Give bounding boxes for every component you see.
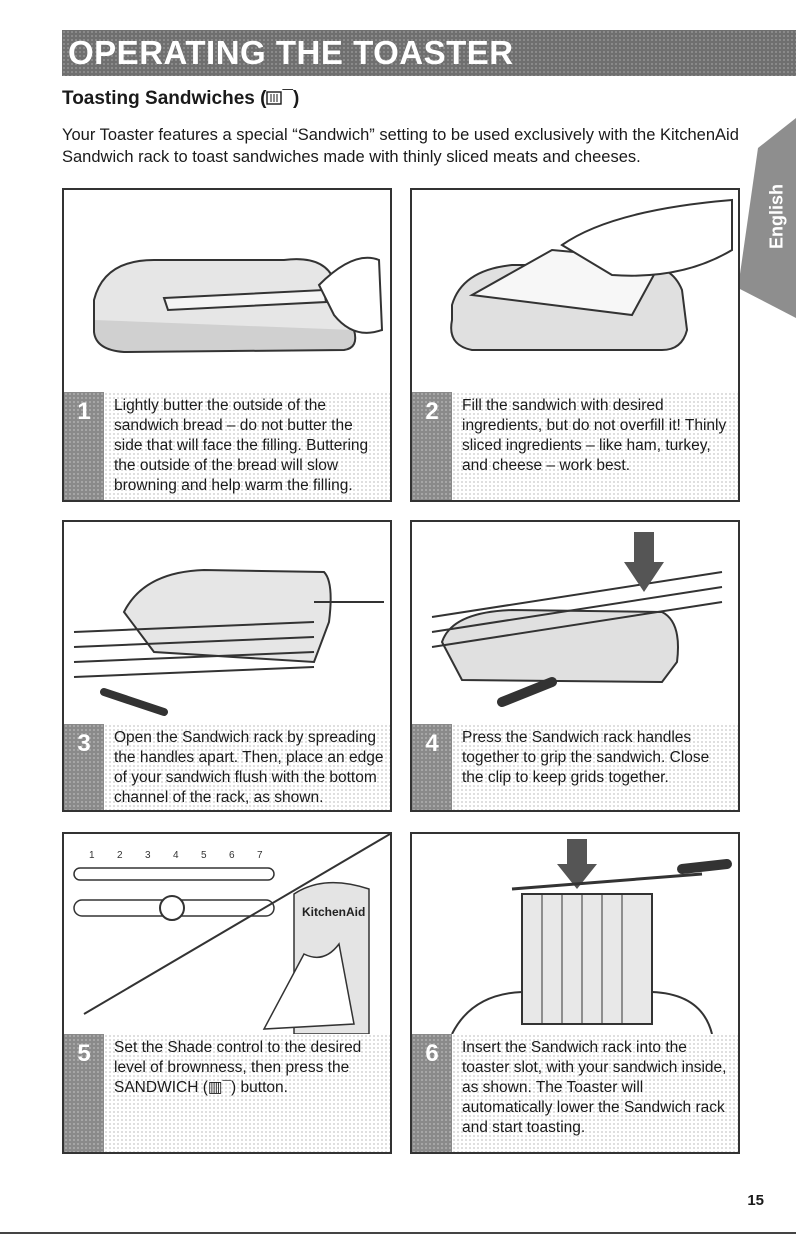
step-panel-6: 6 Insert the Sandwich rack into the toas… xyxy=(410,832,740,1154)
step-number-box: 3 xyxy=(64,724,104,810)
intro-paragraph: Your Toaster features a special “Sandwic… xyxy=(62,126,739,166)
step-panel-5: 1 2 3 4 5 6 7 KitchenAid 5 Set the Shade… xyxy=(62,832,392,1154)
svg-text:4: 4 xyxy=(173,850,179,861)
step-number-box: 1 xyxy=(64,392,104,500)
step-caption-1: 1 Lightly butter the outside of the sand… xyxy=(64,392,390,500)
step-text: Fill the sandwich with desired ingredien… xyxy=(462,397,727,474)
bottom-rule xyxy=(0,1232,796,1234)
step-caption-4: 4 Press the Sandwich rack handles togeth… xyxy=(412,724,738,810)
step-caption-6: 6 Insert the Sandwich rack into the toas… xyxy=(412,1034,738,1152)
step-panel-2: 2 Fill the sandwich with desired ingredi… xyxy=(410,188,740,502)
illustration-fill-sandwich xyxy=(450,198,733,351)
shade-scale: 1 2 3 4 5 6 7 xyxy=(89,850,263,861)
step-text: Lightly butter the outside of the sandwi… xyxy=(114,397,369,494)
step-panel-1: 1 Lightly butter the outside of the sand… xyxy=(62,188,392,502)
step-text: Press the Sandwich rack handles together… xyxy=(462,729,710,786)
down-arrow-icon xyxy=(557,839,597,889)
svg-text:3: 3 xyxy=(145,850,151,861)
section-title: Toasting Sandwiches ( ¯) xyxy=(62,88,299,110)
page-number: 15 xyxy=(747,1192,764,1209)
step-caption-3: 3 Open the Sandwich rack by spreading th… xyxy=(64,724,390,810)
down-arrow-icon xyxy=(624,532,664,592)
step-number: 1 xyxy=(77,398,91,425)
svg-text:2: 2 xyxy=(117,850,123,861)
step-number: 2 xyxy=(425,398,439,425)
step-number-box: 6 xyxy=(412,1034,452,1152)
step-caption-5: 5 Set the Shade control to the desired l… xyxy=(64,1034,390,1152)
language-tab: English xyxy=(738,118,796,318)
header-banner: OPERATING THE TOASTER xyxy=(62,30,796,76)
step-text: Open the Sandwich rack by spreading the … xyxy=(114,729,384,806)
step-number: 6 xyxy=(425,1040,439,1067)
step-panel-4: 4 Press the Sandwich rack handles togeth… xyxy=(410,520,740,812)
step-number-box: 2 xyxy=(412,392,452,500)
sandwich-icon xyxy=(266,88,283,109)
section-title-text: Toasting Sandwiches ( xyxy=(62,88,267,109)
section-title-end: ¯) xyxy=(282,88,300,109)
step-text: Set the Shade control to the desired lev… xyxy=(114,1039,362,1096)
step-number: 4 xyxy=(425,730,439,757)
illustration-insert-rack xyxy=(451,839,732,1034)
illustration-open-rack xyxy=(73,568,384,716)
step-caption-2: 2 Fill the sandwich with desired ingredi… xyxy=(412,392,738,500)
illustration-close-rack xyxy=(431,532,723,707)
step-number: 5 xyxy=(77,1040,91,1067)
svg-text:KitchenAid: KitchenAid xyxy=(302,905,365,919)
illustration-butter-bread xyxy=(93,256,384,354)
step-panel-3: 3 Open the Sandwich rack by spreading th… xyxy=(62,520,392,812)
svg-text:1: 1 xyxy=(89,850,95,861)
svg-text:6: 6 xyxy=(229,850,235,861)
language-tab-label: English xyxy=(766,184,787,250)
step-number: 3 xyxy=(77,730,91,757)
step-number-box: 4 xyxy=(412,724,452,810)
banner-title: OPERATING THE TOASTER xyxy=(68,34,514,71)
svg-text:5: 5 xyxy=(201,850,207,861)
step-text: Insert the Sandwich rack into the toaste… xyxy=(462,1039,727,1136)
svg-text:7: 7 xyxy=(257,850,263,861)
illustration-shade-control: 1 2 3 4 5 6 7 KitchenAid xyxy=(73,834,390,1034)
step-number-box: 5 xyxy=(64,1034,104,1152)
